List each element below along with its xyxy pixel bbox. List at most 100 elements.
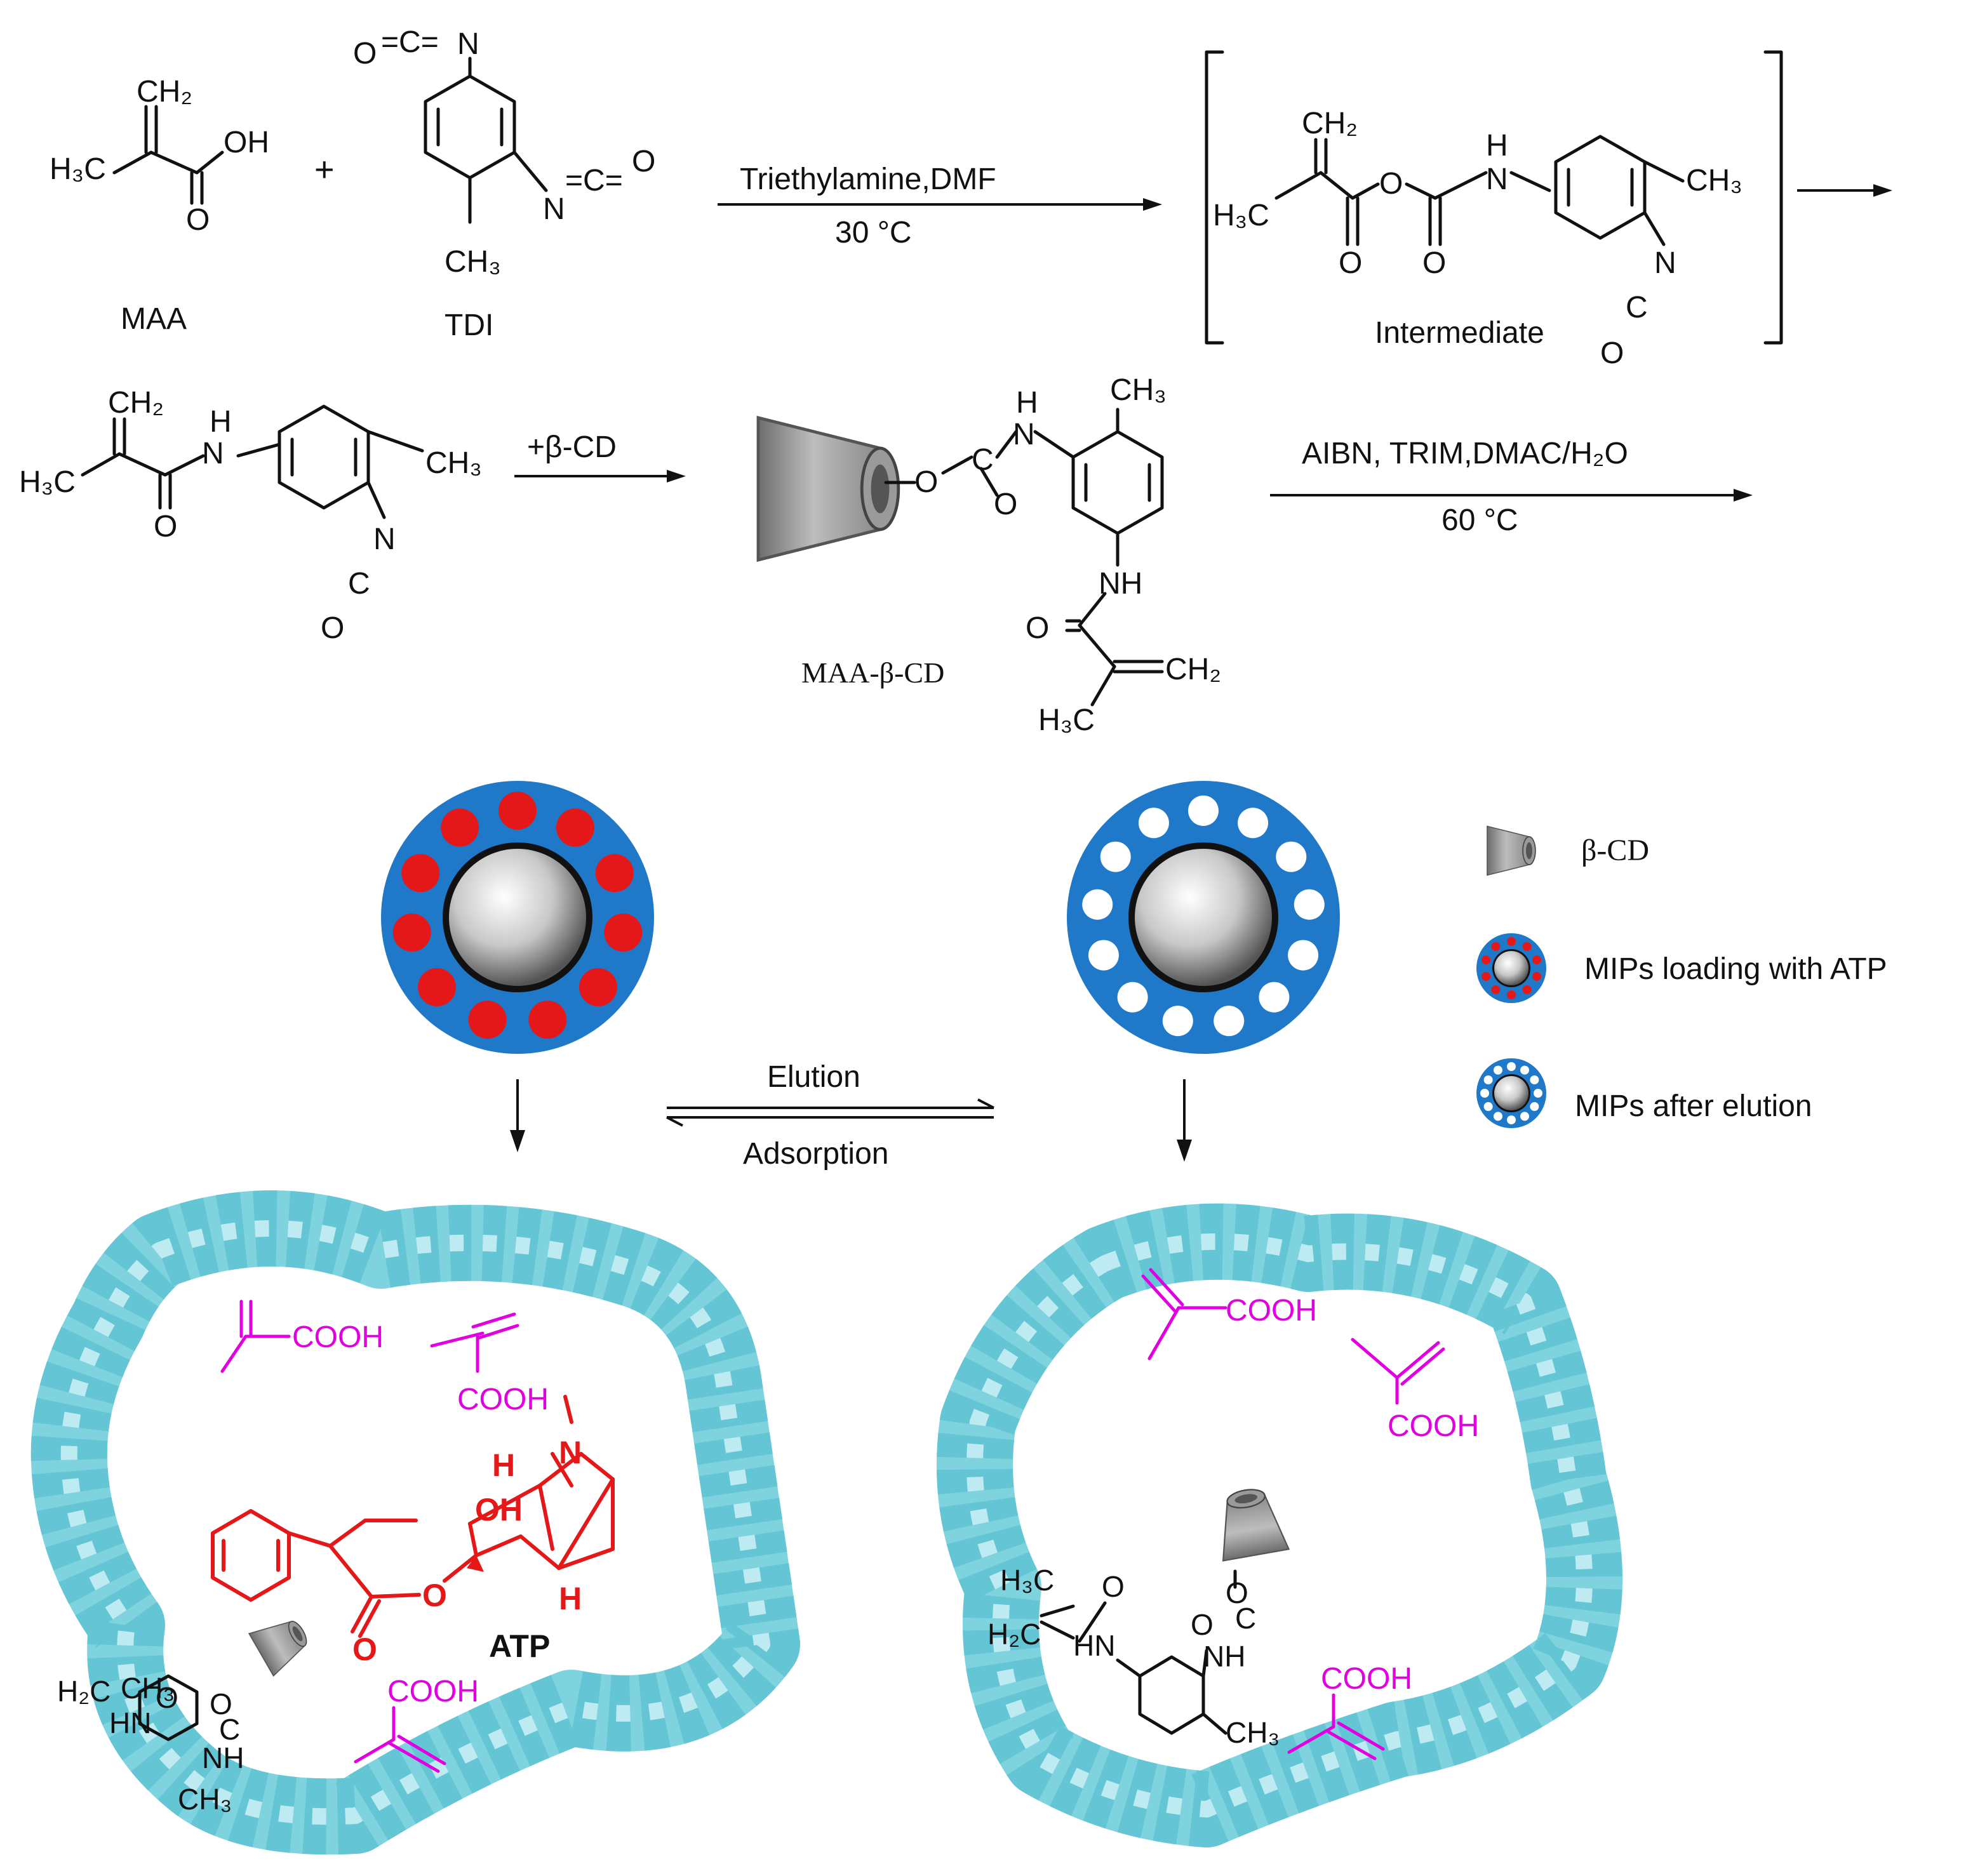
empty-cavity-dot (1117, 981, 1148, 1013)
maa-monomer: COOH (430, 1312, 549, 1416)
arrow-3: AIBN, TRIM,DMAC/H₂O 60 °C (1270, 437, 1753, 537)
empty-cavity-dot (1494, 1065, 1502, 1075)
atom-o: O (1339, 246, 1362, 280)
atp-dot (1481, 971, 1491, 981)
monomer-cooh: COOH (457, 1383, 549, 1416)
atom-n: N (543, 192, 565, 226)
empty-cavity-dots (1082, 795, 1325, 1037)
atp-dot (528, 1001, 567, 1039)
atom-o: O (914, 465, 938, 499)
atom-n: N (457, 27, 479, 61)
atom-o: O (321, 611, 344, 645)
empty-cavity-dot (1259, 981, 1290, 1013)
adsorption-label: Adsorption (743, 1137, 888, 1171)
atom-ch2: CH₂ (108, 386, 164, 420)
atp-label: ATP (489, 1628, 550, 1664)
atp-dot (579, 968, 617, 1007)
empty-cavity-dot (1082, 889, 1113, 920)
empty-cavity-dot (1294, 889, 1325, 920)
atom-ch3: CH₃ (121, 1672, 175, 1705)
atom-o: O (186, 203, 210, 237)
atom-o: O (994, 488, 1017, 521)
atom-ch3: CH₃ (1686, 164, 1742, 197)
arrow1-temperature: 30 °C (835, 216, 912, 249)
atom-h3c: H₃C (50, 152, 106, 186)
atom-oh: OH (224, 126, 269, 159)
empty-cavity-dot (1534, 1089, 1542, 1098)
maa-molecule: CH₂ H₃C OH O MAA (50, 75, 269, 336)
atom-hn: HN (109, 1706, 151, 1740)
atom-ch3: CH₃ (425, 446, 482, 480)
atom-ch3: CH₃ (1226, 1716, 1280, 1749)
atom-o: O (422, 1578, 447, 1613)
empty-cavity-dot (1238, 808, 1269, 839)
atp-dot (498, 792, 537, 830)
product-label: MAA-β-CD (801, 656, 944, 689)
atom-n: N (1654, 246, 1676, 280)
atom-n: N (1013, 418, 1035, 451)
atom-nh: NH (202, 1741, 244, 1774)
cavity-right: COOH COOH COOH H (937, 1203, 1622, 1847)
empty-cavity-dot (1520, 1065, 1529, 1075)
empty-cavity-dot (1480, 1089, 1489, 1098)
atom-h3c: H₃C (1000, 1564, 1054, 1597)
atom-nh: NH (1099, 567, 1142, 601)
atp-template-dots (392, 792, 643, 1039)
bcd-functional-monomer: H₃C O H₂C HN O O C NH CH₃ (987, 1484, 1290, 1749)
atp-dot (441, 808, 479, 847)
atom-ch3: CH₃ (445, 245, 501, 279)
arrow-1: Triethylamine,DMF 30 °C (718, 163, 1162, 249)
atom-h3c: H₃C (1213, 199, 1269, 232)
isocyanate-c: =C= (565, 164, 623, 197)
maa-monomer: COOH (1141, 1268, 1317, 1360)
empty-cavity-dot (1276, 841, 1307, 872)
monomer-cooh: COOH (1226, 1294, 1317, 1327)
atom-o: O (353, 37, 377, 70)
monomer-cooh: COOH (1321, 1662, 1412, 1696)
empty-cavity-dot (1507, 1062, 1516, 1071)
atp-dot (1532, 971, 1541, 981)
cavity-left: COOH COOH COOH (30, 1190, 800, 1855)
bcd-functional-monomer: H₂C CH₃ O HN O C NH CH₃ (57, 1609, 316, 1816)
atom-nh: NH (1203, 1640, 1245, 1673)
intermediate-bracket (1205, 50, 1783, 345)
silica-core (449, 849, 586, 986)
atp-dot (1491, 942, 1501, 952)
bcd-cone-icon (248, 1609, 316, 1677)
atom-h: H (210, 405, 232, 439)
atom-o: O (632, 145, 655, 178)
empty-cavity-dot (1088, 940, 1119, 971)
arrow-continue (1797, 184, 1892, 197)
atom-h: H (492, 1447, 515, 1483)
atp-dot (1522, 942, 1532, 952)
empty-cavity-dot (1100, 841, 1131, 872)
arrow-2: +β-CD (514, 430, 686, 482)
tdi-molecule: N O =C= N =C= O CH₃ TDI (353, 25, 655, 342)
atp-dot (1507, 990, 1516, 999)
monomer-cooh: COOH (387, 1675, 479, 1708)
atom-h2c: H₂C (987, 1618, 1041, 1651)
atom-o: O (1600, 336, 1624, 370)
intermediate-label: Intermediate (1375, 316, 1544, 350)
monomer-cooh: COOH (292, 1321, 384, 1354)
empty-cavity-dot (1162, 1006, 1193, 1037)
carbamate-c: C (219, 1713, 240, 1746)
legend-loaded-label: MIPs loading with ATP (1584, 952, 1887, 986)
atom-h2c: H₂C (57, 1675, 110, 1708)
atom-n: N (202, 437, 224, 470)
intermediate-molecule: CH₂ H₃C O O O H N CH₃ N C O Intermediate (1213, 107, 1742, 370)
atp-dot (468, 1001, 507, 1039)
arrow3-temperature: 60 °C (1441, 503, 1518, 537)
bcd-cone-icon (758, 418, 899, 560)
atom-o: O (352, 1632, 377, 1667)
atp-dot (1481, 955, 1491, 965)
monomer-cooh: COOH (1388, 1409, 1479, 1443)
tdi-label: TDI (445, 309, 493, 342)
carbamate-c: C (972, 443, 994, 477)
down-arrow-left (510, 1079, 525, 1152)
empty-cavity-dot (1288, 940, 1319, 971)
arrow2-reagent: +β-CD (527, 430, 617, 464)
legend: β-CD MIPs loading with ATP MIPs after el… (1476, 825, 1887, 1128)
atp-dot (595, 854, 634, 893)
maa-tdi-monomer: CH₂ H₃C O H N CH₃ N C O (19, 386, 482, 645)
